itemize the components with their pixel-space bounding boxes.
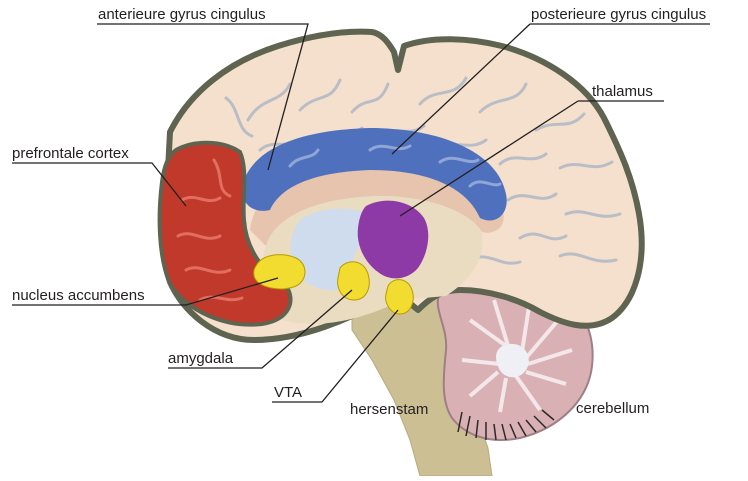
label-anterior-cingulate: anterieure gyrus cingulus — [98, 6, 266, 23]
nucleus-accumbens-shape — [254, 255, 305, 289]
label-cerebellum: cerebellum — [576, 400, 649, 417]
label-amygdala: amygdala — [168, 350, 234, 367]
label-prefrontal-cortex: prefrontale cortex — [12, 145, 129, 162]
label-posterior-cingulate: posterieure gyrus cingulus — [531, 6, 706, 23]
label-vta: VTA — [274, 384, 302, 401]
amygdala-shape — [338, 262, 370, 300]
vta-shape — [386, 280, 414, 314]
label-thalamus: thalamus — [592, 83, 653, 100]
label-brainstem: hersenstam — [350, 401, 428, 418]
label-nucleus-accumbens: nucleus accumbens — [12, 287, 145, 304]
